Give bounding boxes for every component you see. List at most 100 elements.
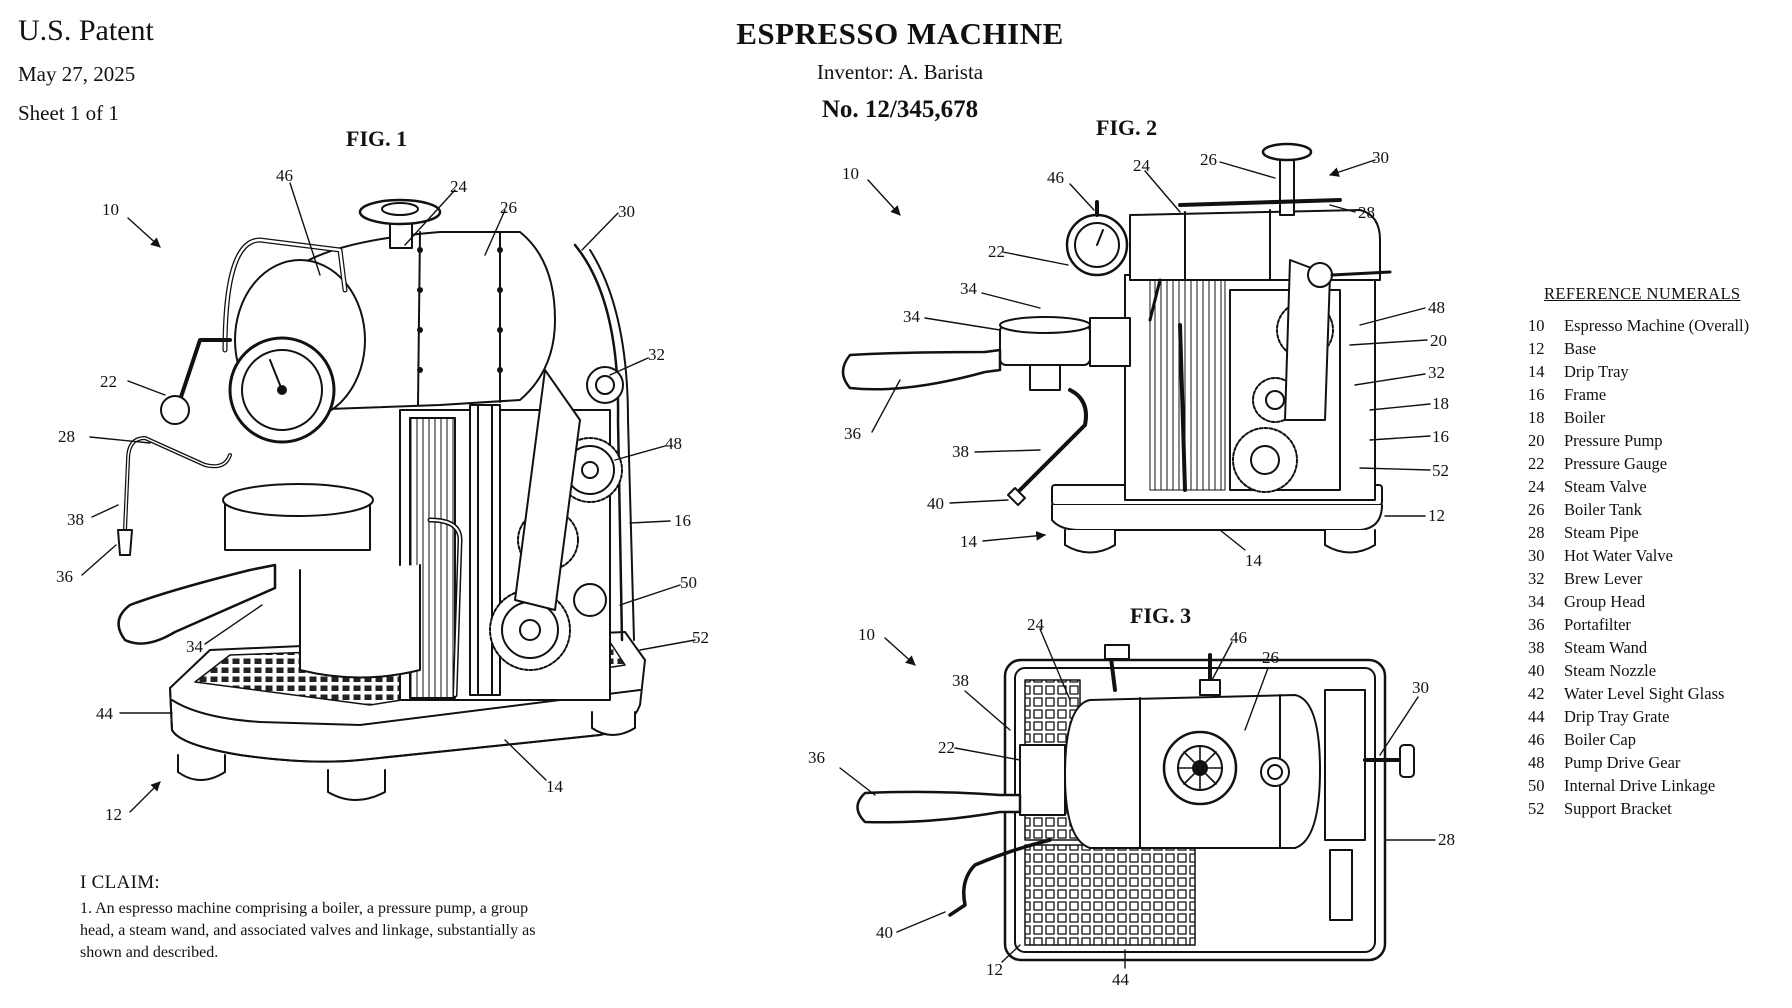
fig1-label: 16 bbox=[674, 511, 691, 530]
reference-label: Steam Nozzle bbox=[1564, 660, 1657, 680]
fig2-label: 40 bbox=[927, 494, 944, 513]
reference-label: Pressure Gauge bbox=[1564, 453, 1668, 473]
reference-number: 26 bbox=[1528, 499, 1545, 519]
fig3-leaders bbox=[839, 628, 1436, 969]
fig1-title: FIG. 1 bbox=[346, 126, 408, 151]
claim-section: I CLAIM: 1. An espresso machine comprisi… bbox=[80, 872, 560, 964]
fig2-label: 38 bbox=[952, 442, 969, 461]
reference-label: Internal Drive Linkage bbox=[1564, 775, 1716, 795]
fig3-label: 24 bbox=[1027, 615, 1045, 634]
fig2-label: 48 bbox=[1428, 298, 1445, 317]
fig3-label: 26 bbox=[1262, 648, 1279, 667]
fig3-label: 38 bbox=[952, 671, 969, 690]
fig3-label: 22 bbox=[938, 738, 955, 757]
fig1-numerals: 46 24 26 30 10 22 32 28 48 38 16 36 50 3… bbox=[56, 166, 709, 824]
reference-label: Steam Pipe bbox=[1564, 522, 1639, 542]
fig2-label: 26 bbox=[1200, 150, 1217, 169]
fig2-label: 22 bbox=[988, 242, 1005, 261]
fig2-label: 14 bbox=[1245, 551, 1263, 570]
reference-label: Pressure Pump bbox=[1564, 430, 1663, 450]
reference-number: 28 bbox=[1528, 522, 1545, 542]
fig1-label: 14 bbox=[546, 777, 564, 796]
fig1-label: 46 bbox=[276, 166, 293, 185]
reference-label: Boiler Cap bbox=[1564, 729, 1636, 749]
reference-row: 40 Steam Nozzle bbox=[1528, 659, 1778, 682]
fig2-label: 36 bbox=[844, 424, 861, 443]
reference-label: Steam Valve bbox=[1564, 476, 1647, 496]
reference-row: 26 Boiler Tank bbox=[1528, 498, 1778, 521]
reference-label: Portafilter bbox=[1564, 614, 1631, 634]
fig1-label: 28 bbox=[58, 427, 75, 446]
reference-row: 24 Steam Valve bbox=[1528, 475, 1778, 498]
fig1-label: 38 bbox=[67, 510, 84, 529]
reference-label: Base bbox=[1564, 338, 1597, 358]
fig1-label: 44 bbox=[96, 704, 114, 723]
fig2-label: 46 bbox=[1047, 168, 1064, 187]
claim-text: 1. An espresso machine comprising a boil… bbox=[80, 900, 536, 961]
reference-label: Pump Drive Gear bbox=[1564, 752, 1681, 772]
reference-row: 48 Pump Drive Gear bbox=[1528, 751, 1778, 774]
reference-number: 34 bbox=[1528, 591, 1545, 611]
reference-number: 50 bbox=[1528, 775, 1545, 795]
reference-number: 48 bbox=[1528, 752, 1545, 772]
fig2-label: 16 bbox=[1432, 427, 1449, 446]
reference-number: 52 bbox=[1528, 798, 1545, 818]
reference-number: 40 bbox=[1528, 660, 1545, 680]
reference-numerals-heading: REFERENCE NUMERALS bbox=[1544, 284, 1741, 303]
reference-number: 10 bbox=[1528, 315, 1545, 335]
fig3-numerals: 10 24 46 26 38 30 22 36 28 40 12 44 bbox=[808, 615, 1455, 989]
fig1-label: 12 bbox=[105, 805, 122, 824]
fig2-label: 20 bbox=[1430, 331, 1447, 350]
reference-row: 50 Internal Drive Linkage bbox=[1528, 774, 1778, 797]
patent-number: No. 12/345,678 bbox=[821, 96, 979, 123]
fig3-label: 40 bbox=[876, 923, 893, 942]
fig3-drawing bbox=[856, 644, 1415, 962]
fig2-label: 52 bbox=[1432, 461, 1449, 480]
fig1-label: 52 bbox=[692, 628, 709, 647]
fig1-label: 24 bbox=[450, 177, 468, 196]
reference-label: Steam Wand bbox=[1564, 637, 1648, 657]
fig2-numerals: 26 30 10 46 24 28 22 34 48 34 20 32 36 1… bbox=[842, 148, 1449, 570]
fig1-label: 50 bbox=[680, 573, 697, 592]
reference-number: 30 bbox=[1528, 545, 1545, 565]
fig2-label: 14 bbox=[960, 532, 978, 551]
sheet-number: Sheet 1 of 1 bbox=[18, 101, 119, 125]
reference-label: Drip Tray Grate bbox=[1564, 706, 1670, 726]
fig2-label: 30 bbox=[1372, 148, 1389, 167]
fig3-label: 30 bbox=[1412, 678, 1429, 697]
reference-number: 14 bbox=[1528, 361, 1545, 381]
fig2-label: 34 bbox=[960, 279, 978, 298]
fig3-label: 28 bbox=[1438, 830, 1455, 849]
reference-number: 24 bbox=[1528, 476, 1545, 496]
fig3-title: FIG. 3 bbox=[1130, 603, 1192, 628]
fig1-label: 32 bbox=[648, 345, 665, 364]
reference-number: 32 bbox=[1528, 568, 1545, 588]
fig2-label: 32 bbox=[1428, 363, 1445, 382]
fig3-label: 12 bbox=[986, 960, 1003, 979]
reference-number: 38 bbox=[1528, 637, 1545, 657]
fig2-label: 12 bbox=[1428, 506, 1445, 525]
fig2-drawing bbox=[841, 142, 1392, 554]
reference-row: 38 Steam Wand bbox=[1528, 636, 1778, 659]
fig2-leaders bbox=[867, 159, 1431, 551]
inventor-line: Inventor: A. Barista bbox=[816, 60, 984, 84]
reference-row: 28 Steam Pipe bbox=[1528, 521, 1778, 544]
fig2-label: 28 bbox=[1358, 203, 1375, 222]
reference-label: Boiler Tank bbox=[1564, 499, 1642, 519]
fig2-label: 18 bbox=[1432, 394, 1449, 413]
